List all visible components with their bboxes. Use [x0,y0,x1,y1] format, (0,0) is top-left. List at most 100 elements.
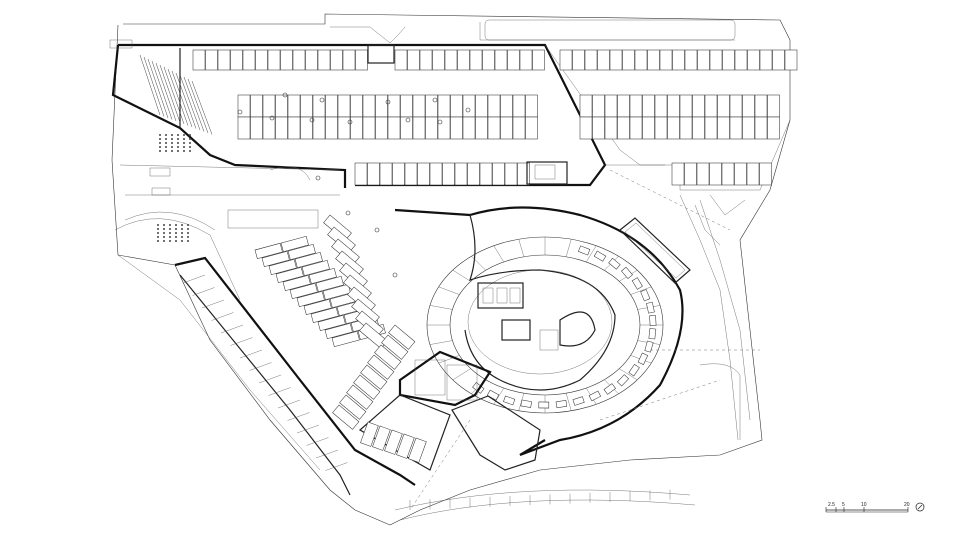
parking-stall [250,94,263,118]
parking-stall [617,94,630,118]
parking-stall [640,289,651,302]
plaza-bollard [183,134,185,136]
stall-divider [192,287,215,296]
parking-stall [315,275,344,293]
parking-stall [579,116,593,140]
plaza-bollard [181,232,183,234]
plaza-bollard [183,142,185,144]
oval-spoke [586,245,597,263]
parking-stall [400,116,413,140]
plaza-bollard [177,142,179,144]
plaza-bollard [177,138,179,140]
parking-stall [717,94,730,118]
parking-stall [292,49,306,71]
parking-stall [237,116,251,140]
parking-stall [330,49,343,71]
parking-stall [450,116,463,140]
parking-stall [494,49,508,71]
right-stair-block [619,217,691,284]
plaza-bollard [165,138,167,140]
oval-spoke [565,239,572,257]
parking-stall [442,162,455,186]
parking-stall [437,94,451,118]
parking-stall [419,49,433,71]
plaza-bollard [177,150,179,152]
plaza-bollard [171,138,173,140]
parking-stall [462,94,476,118]
parking-stall [644,340,654,353]
parking-stall [479,162,493,186]
column-marker [392,272,398,278]
plaza-bollard [183,138,185,140]
parking-stall [671,162,685,186]
parking-stall [372,425,391,451]
plaza-bollard [163,224,165,226]
stall-divider [277,399,301,409]
plaza-bollard [187,232,189,234]
plaza-bollard [181,240,183,242]
parking-stall [759,49,773,71]
plaza-bollard [157,224,159,226]
parking-stall [504,162,518,186]
parking-stall [742,116,755,140]
oval-spoke [429,340,453,345]
parking-stall [538,401,550,409]
ramp-stripe [171,70,193,128]
parking-stall [697,49,710,71]
parking-stall [217,49,231,71]
parking-stall [559,49,573,71]
parking-stall [512,94,526,118]
parking-stall [296,290,325,308]
parking-stall [572,49,585,71]
parking-stall [255,49,268,71]
stall-divider [201,299,225,309]
parking-stall [525,94,538,118]
column-marker [315,175,321,181]
parking-stall-group [268,251,323,276]
parking-stall [692,116,705,140]
parking-stall [517,162,530,186]
parking-stall [379,162,393,186]
plaza-bollard [187,224,189,226]
parking-stall [287,116,301,140]
parking-stall-group [261,243,316,268]
plaza-bollard [163,236,165,238]
parking-stall-group [339,394,367,420]
parking-stall [634,49,648,71]
column-marker [319,97,325,103]
parking-stall [425,116,438,140]
parking-stall [742,94,755,118]
oval-spoke [518,239,525,257]
stall-divider [220,324,244,334]
parking-stall [467,162,480,186]
parking-stall [629,116,643,140]
plaza-bollard [159,150,161,152]
parking-stall [280,49,293,71]
oval-spoke [438,286,460,295]
parking-row-lower [354,162,530,186]
parking-stall [205,49,218,71]
parking-stall [404,162,418,186]
oval-spoke [630,286,652,295]
parking-stall-group [296,283,351,308]
parking-stall [387,116,401,140]
parking-row-right [671,162,772,186]
column-marker [432,97,438,103]
parking-stall [729,94,743,118]
parking-stall [384,429,403,455]
parking-stall [659,49,673,71]
parking-stall [275,266,304,284]
plaza-bollard [189,142,191,144]
parking-stall [317,314,346,332]
parking-stall-group [332,404,360,430]
parking-stall [400,94,413,118]
parking-stall [230,49,243,71]
east-landscape [409,169,760,511]
stall-divider [325,462,348,471]
parking-stall [362,116,376,140]
plaza-bollard [171,142,173,144]
plaza-bollard [177,134,179,136]
plaza-bollard [163,228,165,230]
plaza-bollard [157,240,159,242]
parking-stall [487,94,501,118]
